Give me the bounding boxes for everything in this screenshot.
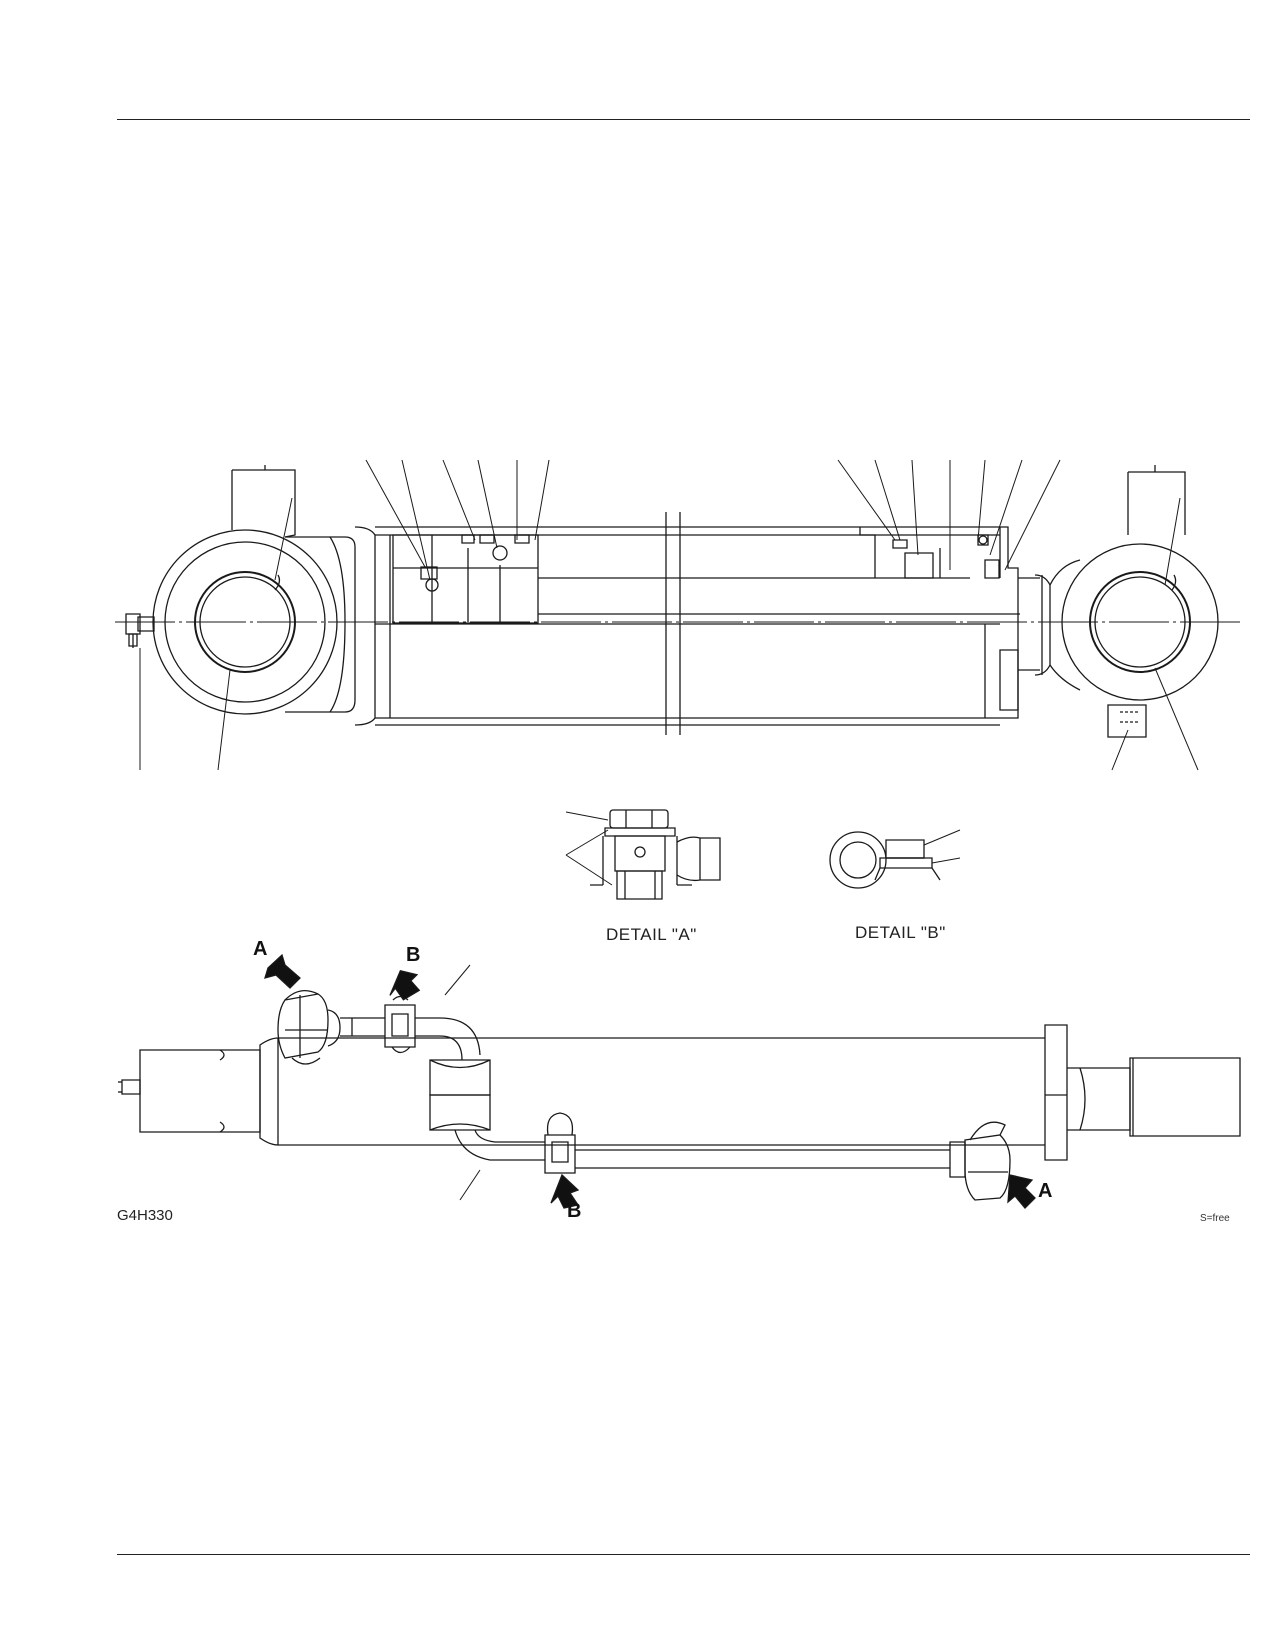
- arrow-a-right-icon: [1008, 1175, 1035, 1208]
- upper-port-fitting: [278, 991, 340, 1064]
- arrow-label-b-left: B: [406, 944, 421, 966]
- grease-nipple-left: [126, 614, 154, 648]
- arrow-b-bottom-icon: [551, 1175, 578, 1208]
- arrow-b-top-icon: [390, 970, 422, 1002]
- footer-rule: [117, 1554, 1250, 1555]
- rod-eye-right: [1050, 465, 1218, 737]
- scale-note: S=free: [1200, 1213, 1230, 1224]
- lower-pipe: [455, 1113, 950, 1173]
- base-eye-left: [153, 465, 355, 714]
- cylinder-head: [860, 527, 1018, 718]
- arrow-label-a-right: A: [1038, 1180, 1053, 1202]
- arrow-label-b-bottom: B: [567, 1200, 582, 1222]
- detail-a-caption: DETAIL "A": [606, 925, 697, 944]
- flange-block: [430, 1060, 490, 1130]
- piston-rod: [1018, 575, 1050, 675]
- base-clevis: [140, 1050, 260, 1132]
- detail-b-drawing: [830, 830, 960, 888]
- arrow-label-a-left: A: [253, 938, 268, 960]
- section-view: [115, 460, 1240, 770]
- header-rule: [117, 119, 1250, 120]
- leader-lines-top: [140, 460, 1198, 770]
- detail-b-caption: DETAIL "B": [855, 923, 946, 942]
- upper-pipe: [340, 997, 480, 1061]
- exterior-view: [118, 955, 1240, 1208]
- arrow-a-left-icon: [265, 955, 300, 988]
- piston: [393, 535, 1020, 623]
- figure-id: G4H330: [117, 1207, 173, 1224]
- lower-port-fitting: [950, 1122, 1010, 1200]
- detail-a-drawing: [566, 810, 720, 899]
